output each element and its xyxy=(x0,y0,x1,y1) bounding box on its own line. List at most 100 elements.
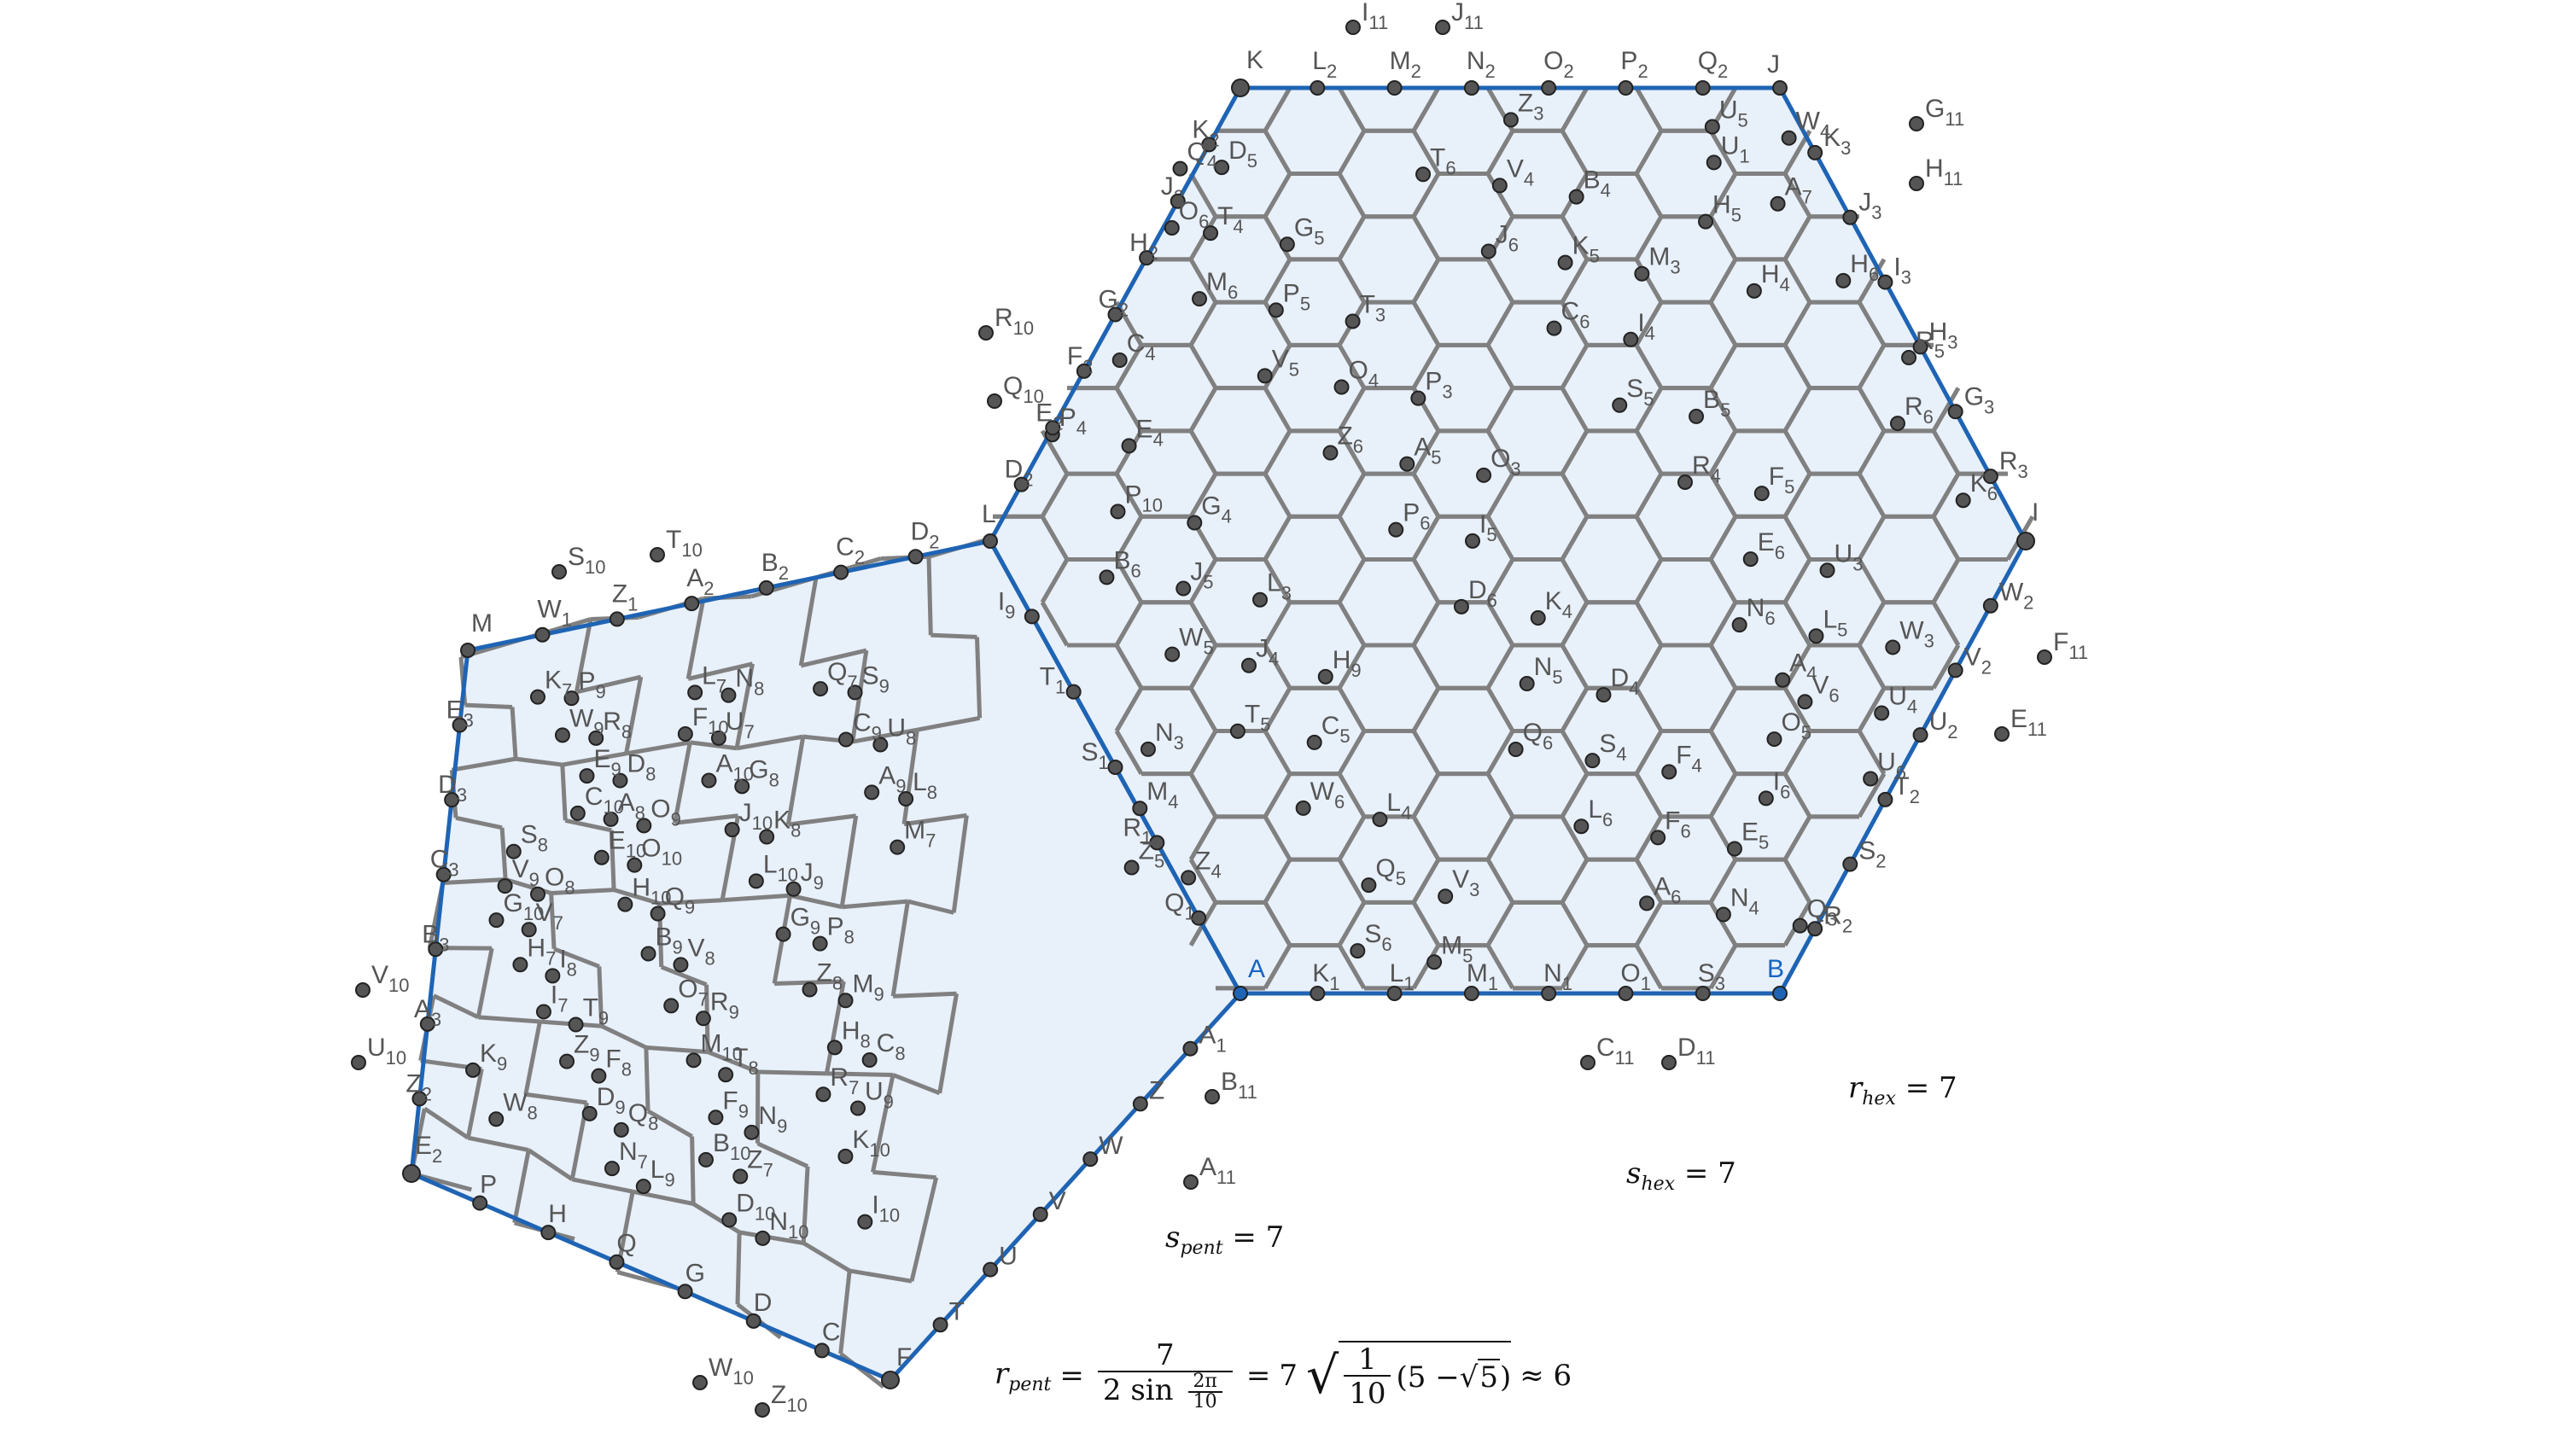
node-d-2 xyxy=(1013,476,1030,492)
label-j: J xyxy=(1767,50,1780,79)
node-r-7 xyxy=(815,1086,831,1103)
node-g-9 xyxy=(775,926,791,942)
node-l-6 xyxy=(1573,818,1590,835)
node-o-10 xyxy=(627,857,643,873)
label-t-5: T5 xyxy=(1245,701,1271,736)
label-a-7: A7 xyxy=(1785,173,1812,208)
label-r-10: R10 xyxy=(995,304,1034,339)
label-p-6: P6 xyxy=(1403,499,1430,534)
node-j xyxy=(1772,80,1788,96)
node-m-10 xyxy=(685,1052,702,1069)
label-k-7: K7 xyxy=(545,667,572,702)
node-k-3 xyxy=(1807,144,1823,160)
label-a-10: A10 xyxy=(715,750,754,785)
label-n-3: N3 xyxy=(1155,719,1184,754)
label-g-5: G5 xyxy=(1294,213,1325,248)
node-c-3 xyxy=(435,866,452,882)
label-q: Q xyxy=(616,1230,636,1258)
r-pent-formula: rpent = 7 2 sin 2π 10 = 7 √ 1 10 (5 − √5… xyxy=(995,1338,1572,1412)
node-t-6 xyxy=(1415,166,1432,183)
node-h xyxy=(540,1225,557,1241)
label-q-8: Q8 xyxy=(628,1099,659,1134)
label-t-6: T6 xyxy=(1430,143,1456,178)
node-g-11 xyxy=(1909,116,1924,131)
label-f-8: F8 xyxy=(605,1045,632,1080)
node-i-7 xyxy=(535,1004,551,1020)
node-e-5 xyxy=(1726,841,1742,857)
node-f xyxy=(881,1371,900,1389)
label-r-8: R8 xyxy=(603,708,632,743)
node-z-3 xyxy=(1502,112,1519,128)
node-h-8 xyxy=(826,1040,843,1056)
label-o-7: O7 xyxy=(678,975,709,1010)
node-r-3 xyxy=(1982,469,1998,485)
node-f-9 xyxy=(708,1109,724,1126)
label-e-10: E10 xyxy=(609,827,647,862)
node-h-9 xyxy=(1317,668,1333,684)
label-o-8: O8 xyxy=(545,864,575,899)
node-d-4 xyxy=(1596,687,1612,703)
label-b-5: B5 xyxy=(1703,386,1730,421)
label-u-4: U4 xyxy=(1888,682,1917,717)
label-m-2: M2 xyxy=(1390,47,1421,82)
label-u-7: U7 xyxy=(726,708,755,743)
label-w-5: W5 xyxy=(1179,624,1214,659)
label-j-4: J4 xyxy=(1256,635,1279,670)
node-m-7 xyxy=(890,839,906,855)
node-q-7 xyxy=(813,681,829,697)
node-o-7 xyxy=(663,998,680,1014)
node-c xyxy=(814,1342,830,1359)
label-d-8: D8 xyxy=(627,750,656,785)
label-d-2: D2 xyxy=(911,517,940,552)
label-f-6: F6 xyxy=(1665,807,1691,842)
label-e-9: E9 xyxy=(593,745,621,780)
label-i: I xyxy=(2032,498,2039,527)
node-p-8 xyxy=(812,935,828,952)
label-s-2: S2 xyxy=(1858,837,1886,872)
node-w-10 xyxy=(692,1375,708,1390)
label-j-5: J5 xyxy=(1190,558,1213,593)
r-hex-formula: rhex = 7 xyxy=(1848,1071,1957,1109)
label-d-10: D10 xyxy=(736,1189,775,1224)
node-e-9 xyxy=(579,768,595,784)
node-e-10 xyxy=(593,849,610,865)
node-h-11 xyxy=(1909,176,1924,191)
label-s-3: S3 xyxy=(1698,959,1725,994)
label-c-8: C8 xyxy=(877,1029,906,1064)
label-j-10: J10 xyxy=(739,799,773,834)
node-l-9 xyxy=(635,1179,651,1195)
node-e-11 xyxy=(1994,726,2010,742)
node-s-10 xyxy=(551,564,567,579)
label-e-11: E11 xyxy=(2010,705,2047,740)
label-l-3: L3 xyxy=(1267,569,1292,604)
node-v-7 xyxy=(521,922,537,938)
node-q-6 xyxy=(1508,742,1524,758)
node-l-1 xyxy=(1386,986,1403,1001)
node-j-3 xyxy=(1842,209,1858,225)
label-m-1: M1 xyxy=(1467,959,1498,994)
node-d-5 xyxy=(1214,160,1230,176)
node-a xyxy=(1233,986,1248,1001)
label-v-10: V10 xyxy=(371,961,410,996)
node-l-3 xyxy=(1252,591,1269,608)
label-k-4: K4 xyxy=(1545,587,1572,622)
node-g-4 xyxy=(1187,515,1203,531)
label-z-10: Z10 xyxy=(771,1381,808,1416)
label-e-3: E3 xyxy=(446,696,474,731)
label-i-6: I6 xyxy=(1773,767,1791,802)
node-k-7 xyxy=(529,689,545,705)
node-u-8 xyxy=(872,737,889,753)
label-p-3: P3 xyxy=(1425,368,1452,403)
node-w-4 xyxy=(1781,130,1797,146)
label-v-6: V6 xyxy=(1811,671,1839,706)
node-q-4 xyxy=(1172,160,1188,177)
node-d-6 xyxy=(1453,598,1469,614)
label-j-6: J6 xyxy=(1496,220,1519,255)
label-g-3: G3 xyxy=(1964,382,1995,417)
label-r-5: R5 xyxy=(1916,327,1945,362)
label-v-4: V4 xyxy=(1507,154,1534,189)
label-h-3: H3 xyxy=(1929,317,1958,352)
node-i-5 xyxy=(1465,533,1481,549)
label-b-4: B4 xyxy=(1584,166,1611,201)
label-z-5: Z5 xyxy=(1139,837,1165,872)
